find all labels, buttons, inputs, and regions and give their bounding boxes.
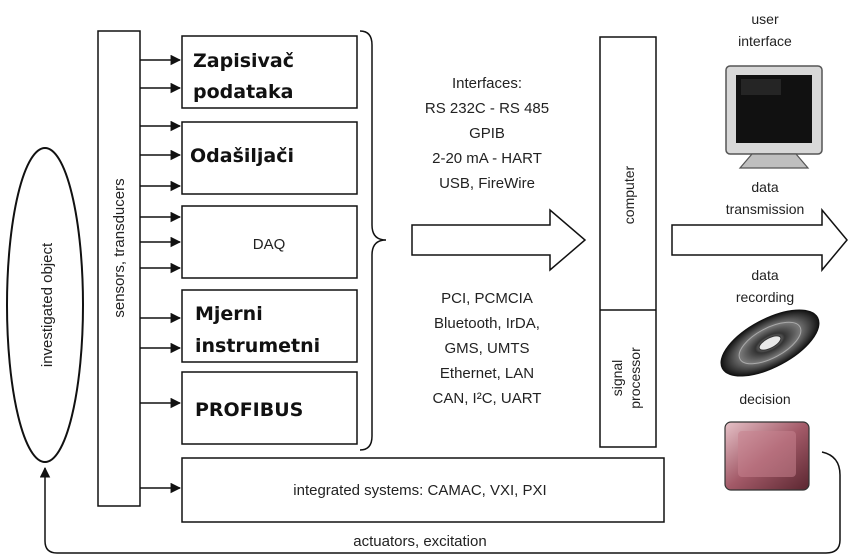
interfaces-top-1: RS 232C - RS 485 — [425, 100, 549, 117]
interface-flow-arrow — [411, 208, 587, 272]
profibus-label: PROFIBUS — [195, 399, 303, 421]
interfaces-bottom-0: PCI, PCMCIA — [441, 290, 533, 307]
module-daq: DAQ — [181, 205, 358, 279]
interfaces-bottom-list: PCI, PCMCIA Bluetooth, IrDA, GMS, UMTS E… — [433, 290, 542, 407]
interfaces-top-3: 2-20 mA - HART — [432, 150, 542, 167]
interfaces-bottom-3: Ethernet, LAN — [440, 365, 534, 382]
interfaces-top-4: USB, FireWire — [439, 175, 535, 192]
investigated-object-label: investigated object — [39, 242, 56, 367]
module-recorder: Zapisivač podataka — [181, 35, 358, 109]
user-interface-label-2: interface — [738, 33, 792, 49]
investigated-object: investigated object — [6, 147, 84, 463]
actuators-feedback-path — [39, 451, 841, 554]
integrated-systems-label: integrated systems: CAMAC, VXI, PXI — [293, 482, 546, 499]
module-instruments: Mjerni instrumetni — [181, 289, 358, 363]
sensors-label: sensors, transducers — [111, 178, 128, 317]
transmitters-label: Odašiljači — [190, 145, 294, 167]
module-profibus: PROFIBUS — [181, 371, 358, 445]
recorder-label-line2: podataka — [193, 81, 293, 103]
signal-processor-label-2: processor — [627, 347, 643, 409]
daq-label: DAQ — [253, 236, 286, 253]
interfaces-top-2: GPIB — [469, 125, 505, 142]
data-transmission-label-2: transmission — [726, 201, 805, 217]
grouping-brace — [359, 30, 387, 451]
interfaces-top-0: Interfaces: — [452, 75, 522, 92]
user-interface-label-1: user — [751, 11, 779, 27]
sensor-arrows — [140, 54, 182, 494]
computer-block: computer signal processor — [599, 36, 657, 448]
integrated-systems-block: integrated systems: CAMAC, VXI, PXI — [181, 457, 665, 523]
interfaces-bottom-1: Bluetooth, IrDA, — [434, 315, 540, 332]
module-transmitters: Odašiljači — [181, 121, 358, 195]
output-flow-arrow — [671, 207, 848, 273]
disc-icon — [720, 309, 820, 377]
computer-label: computer — [621, 165, 637, 224]
instruments-label-line2: instrumetni — [195, 335, 320, 357]
data-recording-label-2: recording — [736, 289, 794, 305]
data-transmission-label-1: data — [751, 179, 778, 195]
data-recording-label-1: data — [751, 267, 778, 283]
instruments-label-line1: Mjerni — [195, 303, 263, 325]
interfaces-bottom-2: GMS, UMTS — [445, 340, 530, 357]
actuators-label: actuators, excitation — [353, 533, 486, 550]
decision-key-icon — [724, 421, 810, 491]
recorder-label-line1: Zapisivač — [193, 50, 294, 72]
interfaces-bottom-4: CAN, I²C, UART — [433, 390, 542, 407]
decision-label: decision — [739, 391, 790, 407]
monitor-icon — [725, 65, 823, 169]
interfaces-top-list: Interfaces: RS 232C - RS 485 GPIB 2-20 m… — [425, 75, 549, 192]
signal-processor-label-1: signal — [609, 360, 625, 397]
sensors-transducers-block: sensors, transducers — [97, 30, 141, 507]
